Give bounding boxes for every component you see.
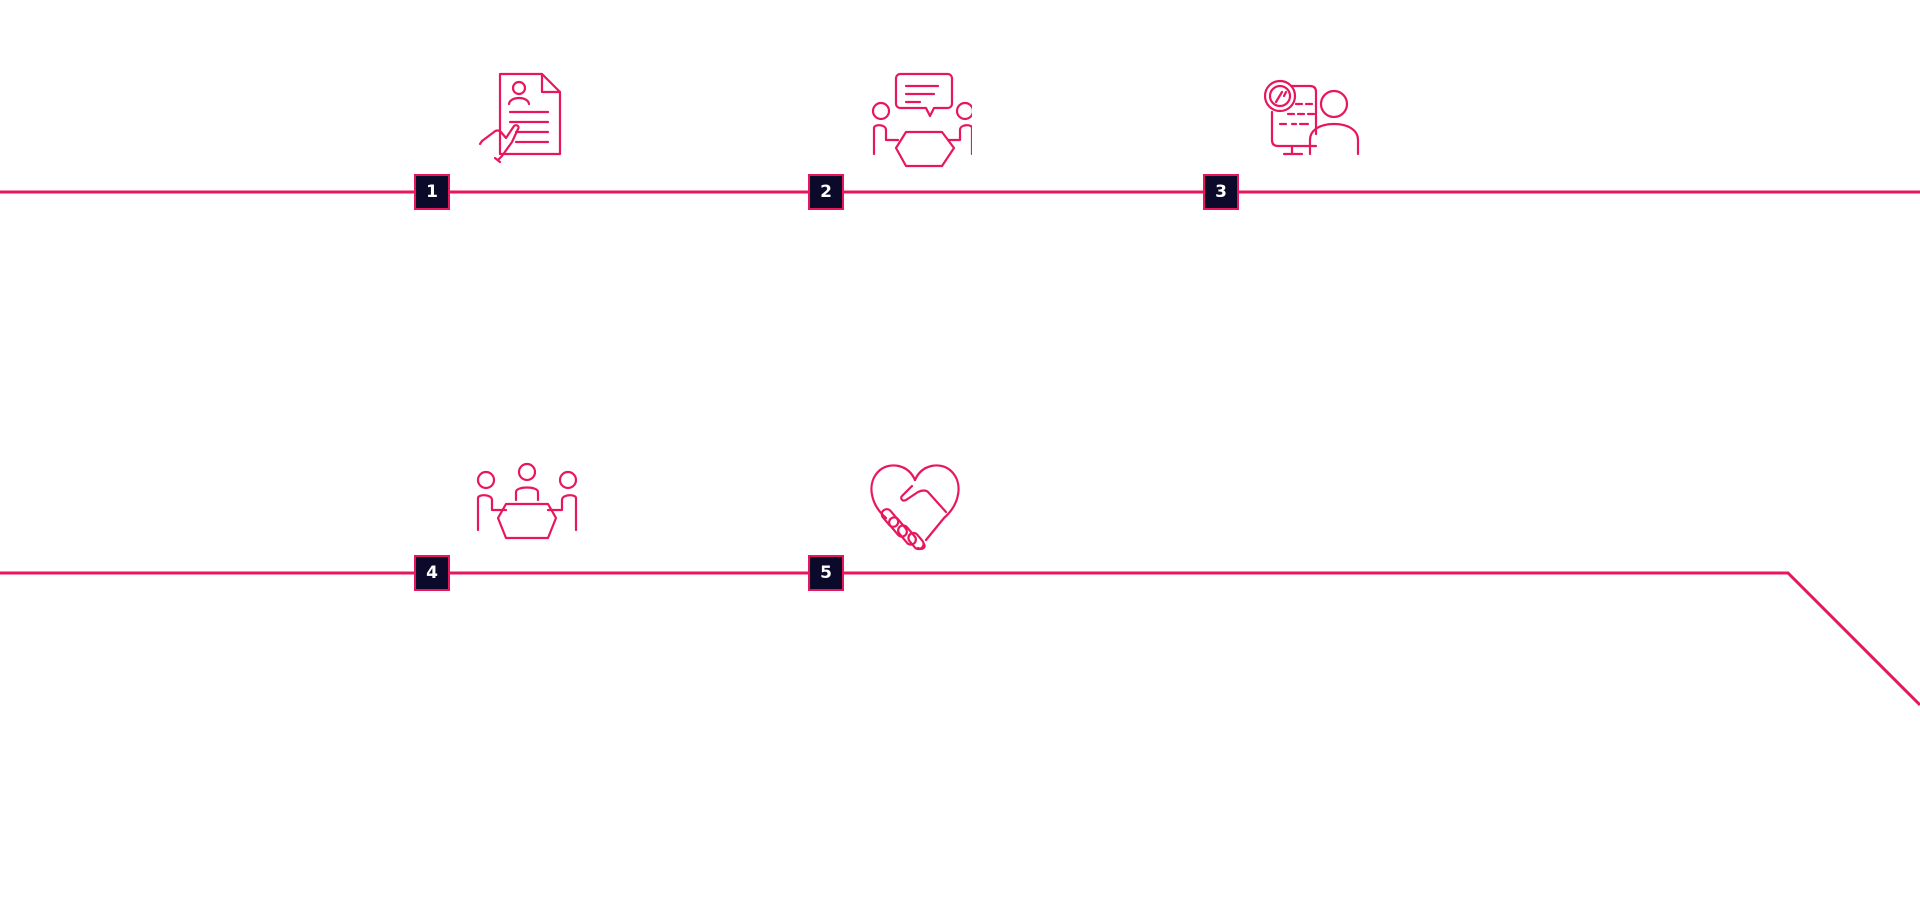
step-number-1: 1 xyxy=(426,182,438,202)
panel-interview-icon xyxy=(476,462,578,540)
timeline-line-row-2 xyxy=(0,571,1920,707)
resume-in-hand-icon xyxy=(478,72,562,164)
step-number-4: 4 xyxy=(426,563,438,583)
step-number-2: 2 xyxy=(820,182,832,202)
handshake-heart-icon xyxy=(870,464,960,551)
online-assessment-icon xyxy=(1263,79,1360,156)
step-badge-4: 4 xyxy=(414,555,450,591)
step-badge-5: 5 xyxy=(808,555,844,591)
step-badge-3: 3 xyxy=(1203,174,1239,210)
step-badge-1: 1 xyxy=(414,174,450,210)
meeting-conversation-icon xyxy=(871,72,972,168)
step-number-3: 3 xyxy=(1215,182,1227,202)
step-badge-2: 2 xyxy=(808,174,844,210)
step-number-5: 5 xyxy=(820,563,832,583)
